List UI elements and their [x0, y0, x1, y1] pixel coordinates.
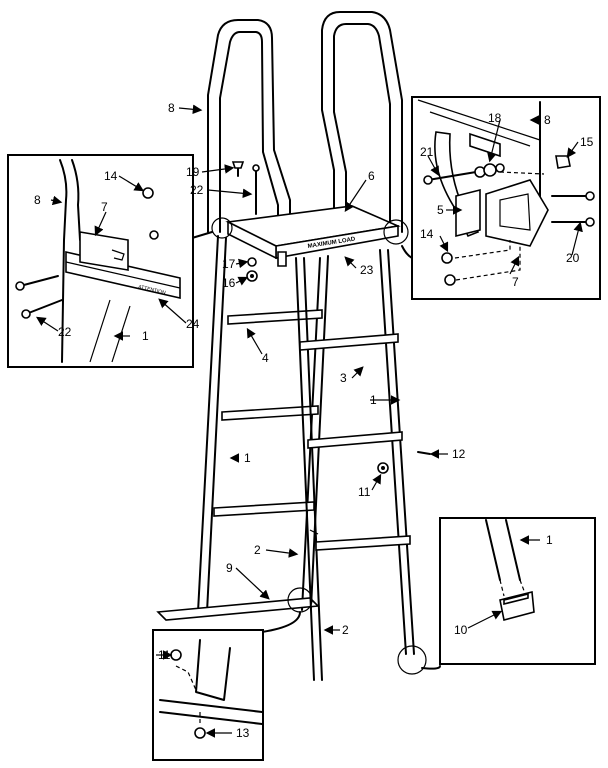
label-8: 8: [168, 101, 175, 115]
label-17: 17: [222, 257, 236, 271]
label-3: 3: [340, 371, 347, 385]
label-2: 2: [342, 623, 349, 637]
handrail-right: [321, 11, 403, 235]
label-11: 11: [358, 485, 371, 499]
label-11: 11: [158, 648, 171, 662]
label-18: 18: [488, 111, 502, 125]
label-20: 20: [566, 251, 580, 265]
label-13: 13: [236, 726, 250, 740]
label-14: 14: [420, 227, 434, 241]
label-12: 12: [452, 447, 466, 461]
label-19: 19: [186, 165, 200, 179]
platform-hardware: [231, 161, 287, 282]
handrail-left: [207, 19, 291, 233]
label-1: 1: [142, 329, 149, 343]
label-24: 24: [186, 317, 200, 331]
detail-box-foot: [439, 517, 596, 665]
label-1: 1: [244, 451, 251, 465]
callout-circle-left: [211, 217, 233, 239]
label-22: 22: [58, 325, 72, 339]
part-labels: 8 8 8 14 14 7 7 22 22 24 1 1 1 1 19 17 1…: [34, 101, 594, 740]
label-8: 8: [34, 193, 41, 207]
label-1: 1: [546, 533, 553, 547]
label-23: 23: [360, 263, 374, 277]
right-ladder-section: [295, 249, 415, 681]
callout-circle-foot: [397, 645, 427, 675]
label-1: 1: [370, 393, 377, 407]
detail-box-left: ATTENTION: [7, 154, 194, 368]
label-15: 15: [580, 135, 594, 149]
label-10: 10: [454, 623, 468, 637]
bolt-12: [417, 451, 431, 455]
label-9: 9: [226, 561, 233, 575]
label-22: 22: [190, 183, 204, 197]
label-6: 6: [368, 169, 375, 183]
label-8: 8: [544, 113, 551, 127]
label-7: 7: [512, 275, 519, 289]
label-7: 7: [101, 200, 108, 214]
label-5: 5: [437, 203, 444, 217]
platform: MAXIMUM LOAD: [225, 205, 401, 260]
label-14: 14: [104, 169, 118, 183]
leader-lines: [35, 104, 583, 738]
hardware-nut-11: [377, 462, 389, 474]
label-2: 2: [254, 543, 261, 557]
detail-box-right: [411, 96, 601, 300]
label-21: 21: [420, 145, 434, 159]
callout-circle-right: [383, 219, 409, 245]
label-4: 4: [262, 351, 269, 365]
base-bar: [156, 597, 320, 621]
label-16: 16: [222, 276, 236, 290]
